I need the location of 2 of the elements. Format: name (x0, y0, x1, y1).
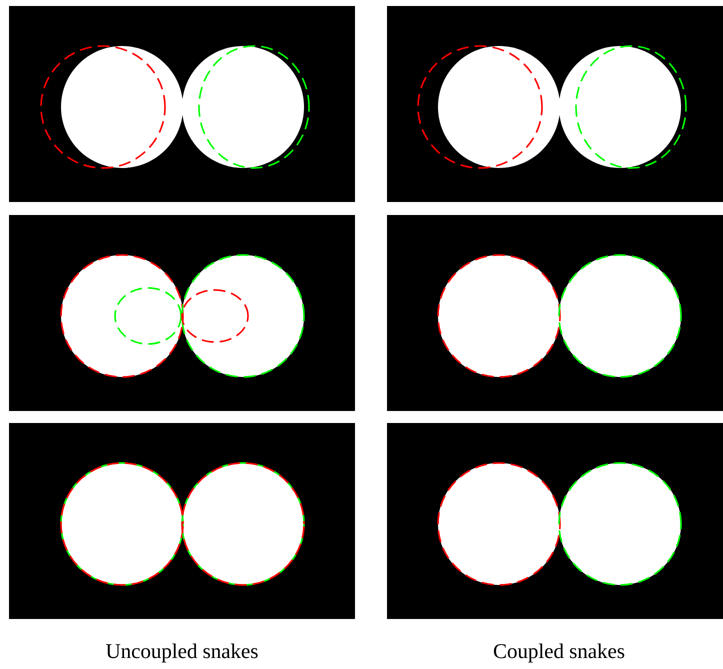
panel-caption: Uncoupled snakes (106, 644, 258, 662)
panel-caption: Coupled snakes (494, 644, 624, 662)
